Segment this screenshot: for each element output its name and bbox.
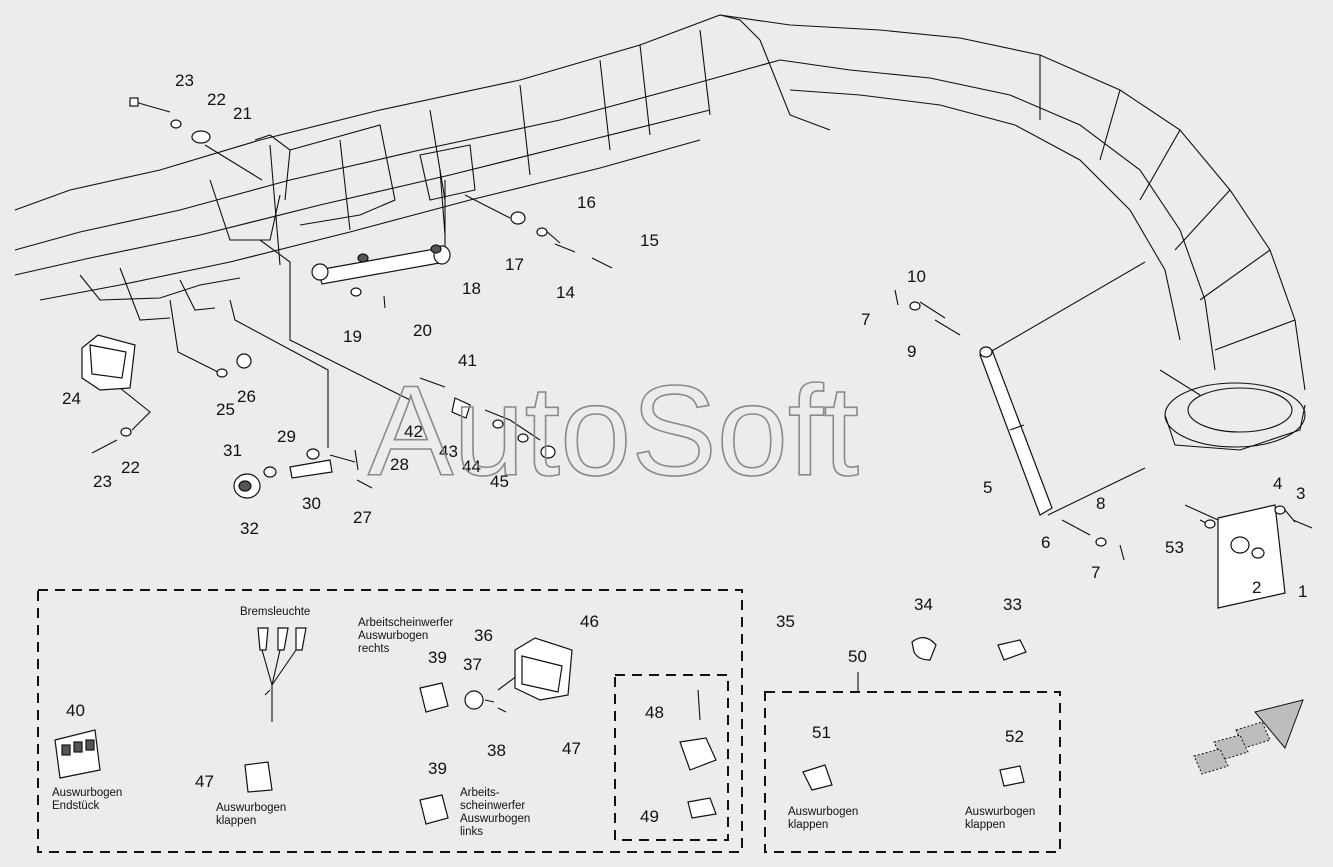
callout-c22b: 22 — [121, 458, 140, 477]
label-arbeits-links-1: Arbeits- — [460, 787, 500, 799]
callout-c50: 50 — [848, 647, 867, 666]
label-endstueck-1: Auswurbogen — [52, 787, 122, 799]
callout-c20: 20 — [413, 321, 432, 340]
label-arbeits-rechts-1: Arbeitscheinwerfer — [358, 617, 453, 629]
callout-c33: 33 — [1003, 595, 1022, 614]
callout-c24: 24 — [62, 389, 81, 408]
label-arbeits-rechts-2: Auswurbogen — [358, 630, 428, 642]
callout-c48: 48 — [645, 703, 664, 722]
callout-c18: 18 — [462, 279, 481, 298]
label-arbeits-links-3: Auswurbogen — [460, 813, 530, 825]
callout-c1: 1 — [1298, 582, 1307, 601]
callout-c45: 45 — [490, 472, 509, 491]
callout-c9: 9 — [907, 342, 916, 361]
callout-c43: 43 — [439, 442, 458, 461]
callout-c10: 10 — [907, 267, 926, 286]
callout-c6: 6 — [1041, 533, 1050, 552]
label-klappen-52-2: klappen — [965, 819, 1005, 831]
callout-c46: 46 — [580, 612, 599, 631]
callout-c30: 30 — [302, 494, 321, 513]
harness-labels: Bremsleuchte Arbeitscheinwerfer Auswurbo… — [52, 606, 1035, 838]
label-arbeits-links-2: scheinwerfer — [460, 800, 525, 812]
callout-c39b: 39 — [428, 759, 447, 778]
callout-c7b: 7 — [1091, 563, 1100, 582]
label-klappen-47-2: klappen — [216, 815, 256, 827]
callout-c35: 35 — [776, 612, 795, 631]
watermark-text: AutoSoft — [368, 360, 859, 503]
callout-c19: 19 — [343, 327, 362, 346]
callout-c15: 15 — [640, 231, 659, 250]
callout-c32: 32 — [240, 519, 259, 538]
callout-c41: 41 — [458, 351, 477, 370]
callout-c29: 29 — [277, 427, 296, 446]
callout-c23b: 23 — [93, 472, 112, 491]
callout-c17: 17 — [505, 255, 524, 274]
callout-c7a: 7 — [861, 310, 870, 329]
callout-c22a: 22 — [207, 90, 226, 109]
callout-c27: 27 — [353, 508, 372, 527]
callout-c2: 2 — [1252, 578, 1261, 597]
label-klappen-51-1: Auswurbogen — [788, 806, 858, 818]
callout-c37: 37 — [463, 655, 482, 674]
callout-c21: 21 — [233, 104, 252, 123]
label-klappen-52-1: Auswurbogen — [965, 806, 1035, 818]
label-klappen-51-2: klappen — [788, 819, 828, 831]
callout-c47b: 47 — [195, 772, 214, 791]
callout-c49: 49 — [640, 807, 659, 826]
label-arbeits-links-4: links — [460, 826, 483, 838]
label-endstueck-2: Endstück — [52, 800, 100, 812]
callout-c38: 38 — [487, 741, 506, 760]
callout-c44: 44 — [462, 457, 481, 476]
callout-c40: 40 — [66, 701, 85, 720]
callout-c39a: 39 — [428, 648, 447, 667]
callout-c4: 4 — [1273, 474, 1282, 493]
callout-c25: 25 — [216, 400, 235, 419]
parts — [81, 97, 1313, 819]
callout-c47a: 47 — [562, 739, 581, 758]
direction-arrow-icon — [1193, 699, 1304, 775]
callout-c42: 42 — [404, 422, 423, 441]
callout-c31: 31 — [223, 441, 242, 460]
label-bremsleuchte: Bremsleuchte — [240, 606, 310, 618]
callout-c53: 53 — [1165, 538, 1184, 557]
plug-group-box — [614, 674, 729, 841]
harness-group-35 — [37, 589, 743, 853]
label-arbeits-rechts-3: rechts — [358, 643, 390, 655]
callout-c34: 34 — [914, 595, 933, 614]
callout-c16: 16 — [577, 193, 596, 212]
callout-c52: 52 — [1005, 727, 1024, 746]
callout-c36: 36 — [474, 626, 493, 645]
callout-c14: 14 — [556, 283, 575, 302]
label-klappen-47-1: Auswurbogen — [216, 802, 286, 814]
callout-c26: 26 — [237, 387, 256, 406]
callout-c3: 3 — [1296, 484, 1305, 503]
machine-frame-drawing — [14, 14, 1306, 451]
callout-c28: 28 — [390, 455, 409, 474]
callout-c23a: 23 — [175, 71, 194, 90]
callout-c8: 8 — [1096, 494, 1105, 513]
callout-c51: 51 — [812, 723, 831, 742]
cable-group-50 — [764, 672, 1061, 853]
callout-c5: 5 — [983, 478, 992, 497]
